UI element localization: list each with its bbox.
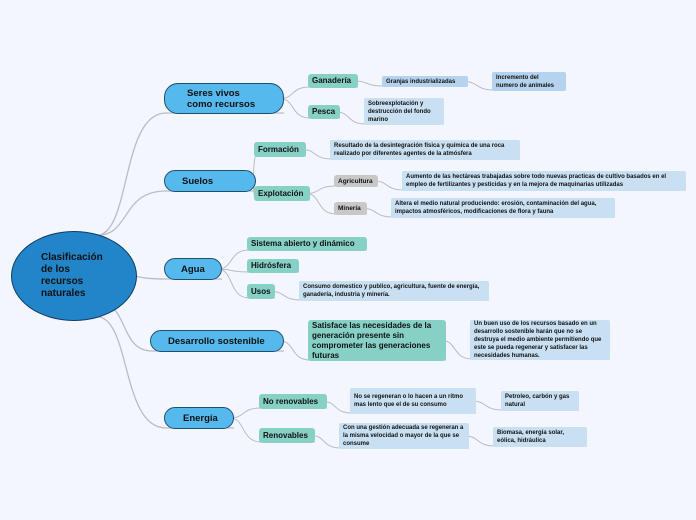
edge-energia-node-no-renovables-node bbox=[229, 407, 327, 419]
root-node[interactable]: Clasificación de los recursos naturales bbox=[11, 231, 137, 321]
renovables-detail: Con una gestión adecuada se regeneran a … bbox=[339, 423, 469, 449]
explotacion-node[interactable]: Explotación bbox=[254, 186, 310, 201]
usos-node[interactable]: Usos bbox=[247, 284, 275, 299]
no-renovables-detail: No se regeneran o lo hacen a un ritmo ma… bbox=[350, 388, 476, 414]
formacion-detail: Resultado de la desintegración física y … bbox=[330, 140, 520, 160]
desarrollo-node[interactable]: Desarrollo sostenible bbox=[150, 330, 284, 352]
suelos-node[interactable]: Suelos bbox=[164, 170, 256, 192]
mineria-node[interactable]: Minería bbox=[334, 202, 367, 215]
desarrollo-definicion[interactable]: Satisface las necesidades de la generaci… bbox=[308, 320, 446, 361]
no-renovables-node[interactable]: No renovables bbox=[259, 394, 327, 409]
agricultura-detail: Aumento de las hectáreas trabajadas sobr… bbox=[402, 171, 686, 191]
desarrollo-detail: Un buen uso de los recursos basado en un… bbox=[470, 320, 610, 360]
edge-explotacion-node-agricultura-node bbox=[305, 185, 378, 194]
renovables-examples: Biomasa, energía solar, eólica, hidráuli… bbox=[493, 427, 587, 447]
mineria-detail: Altera el medio natural produciendo: ero… bbox=[391, 198, 615, 218]
hidrosfera-node[interactable]: Hidrósfera bbox=[247, 259, 299, 273]
agricultura-node[interactable]: Agricultura bbox=[334, 175, 378, 187]
energia-node[interactable]: Energía bbox=[164, 407, 234, 429]
formacion-node[interactable]: Formación bbox=[254, 142, 306, 157]
edge-root-node-suelos-node bbox=[96, 190, 256, 237]
seres-vivos-node[interactable]: Seres vivos como recursos bbox=[164, 83, 284, 114]
ganaderia-detail: Granjas industrializadas bbox=[382, 76, 468, 87]
edge-root-node-energia-node bbox=[96, 315, 234, 429]
ganaderia-result: Incremento del numero de animales bbox=[492, 72, 566, 91]
renovables-node[interactable]: Renovables bbox=[259, 428, 315, 443]
edge-root-node-seres-vivos-node bbox=[96, 112, 284, 237]
pesca-node[interactable]: Pesca bbox=[308, 105, 340, 119]
sistema-node[interactable]: Sistema abierto y dinámico bbox=[247, 237, 367, 251]
edge-suelos-node-formacion-node bbox=[251, 155, 306, 182]
root-label: Clasificación de los recursos naturales bbox=[41, 252, 103, 299]
seres-vivos-label: Seres vivos como recursos bbox=[187, 87, 256, 110]
edge-seres-vivos-node-ganaderia-node bbox=[279, 86, 358, 99]
no-renovables-examples: Petroleo, carbón y gas natural bbox=[501, 391, 579, 411]
pesca-detail: Sobreexplotación y destrucción del fondo… bbox=[364, 98, 444, 125]
ganaderia-node[interactable]: Ganadería bbox=[308, 74, 358, 88]
usos-detail: Consumo domestico y publico, agricultura… bbox=[299, 281, 489, 301]
agua-node[interactable]: Agua bbox=[164, 258, 222, 280]
